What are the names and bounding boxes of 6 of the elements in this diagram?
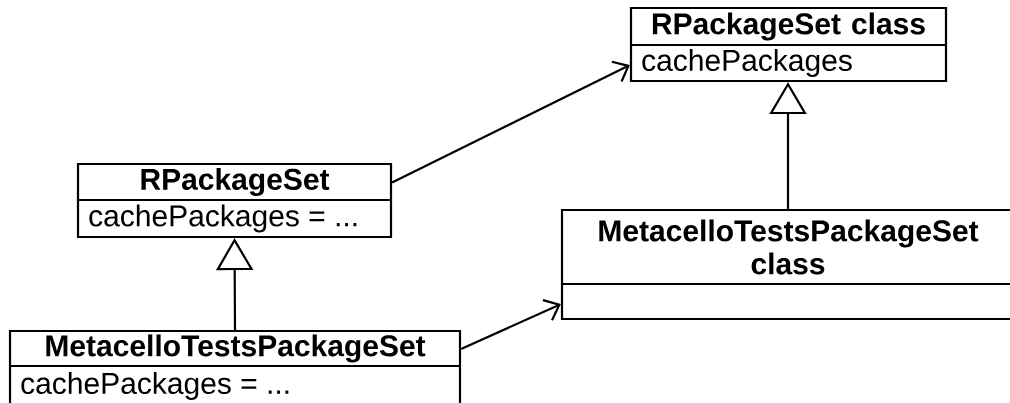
arrow [460,299,561,350]
class-box: RPackageSet cachePackages = ... [76,162,393,239]
arrow [391,60,630,184]
class-box: MetacelloTestsPackageSet cachePackages = ... [8,329,462,403]
class-box: MetacelloTestsPackageSet class [560,208,1010,321]
class-box: RPackageSet class cachePackages [629,6,948,83]
